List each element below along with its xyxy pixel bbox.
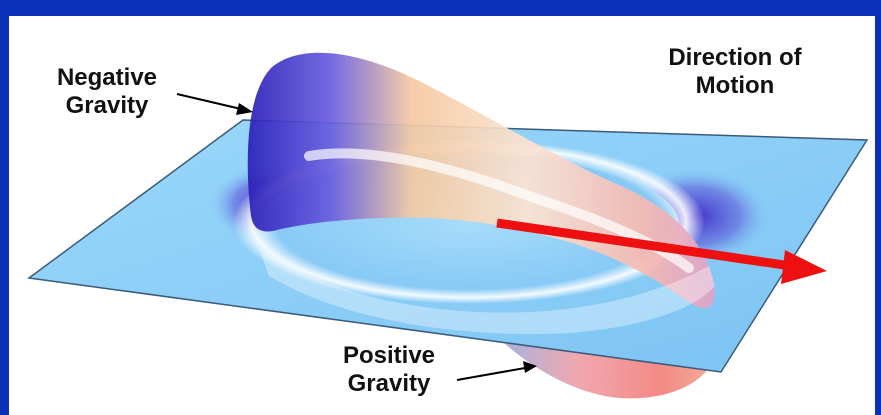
negative-gravity-label-line2: Gravity — [27, 92, 187, 120]
negative-gravity-label-line1: Negative — [27, 64, 187, 92]
direction-label-line2: Motion — [625, 72, 845, 100]
positive-gravity-label-line2: Gravity — [309, 370, 469, 398]
positive-gravity-label-line1: Positive — [309, 342, 469, 370]
negative-gravity-label: Negative Gravity — [27, 64, 187, 120]
negative-callout-arrow — [177, 94, 253, 115]
direction-label-line1: Direction of — [625, 44, 845, 72]
positive-callout-arrow — [457, 361, 537, 380]
diagram-panel: Negative Gravity Direction of Motion Pos… — [9, 16, 875, 415]
positive-gravity-label: Positive Gravity — [309, 342, 469, 398]
direction-of-motion-label: Direction of Motion — [625, 44, 845, 100]
